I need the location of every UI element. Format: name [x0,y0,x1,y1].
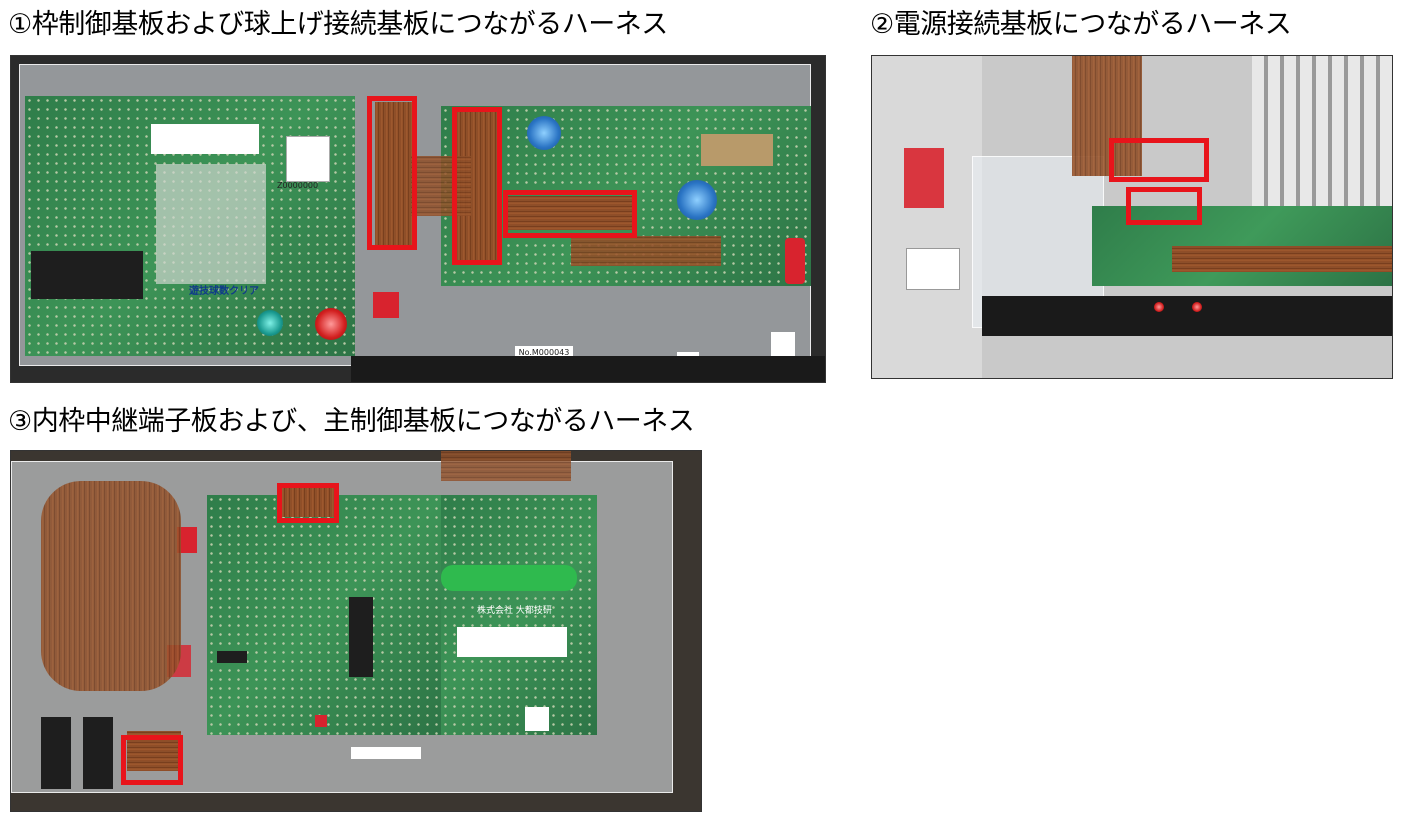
maker-label: 株式会社 大都技研 [477,606,552,616]
highlight-box-1 [277,483,339,523]
rating-sticker [906,248,960,290]
photo-frame-control-board: Z0000000 遊技球数クリア No.M000043 [10,55,826,383]
harness-tail [571,236,721,266]
harness-right [1172,246,1392,272]
harness-left [41,481,181,691]
harness-top [281,485,337,517]
caption-photo-2: ②電源接続基板につながるハーネス [870,9,1292,40]
black-rail [982,296,1392,336]
cpu-chip [349,597,373,677]
ic-chip [31,251,143,299]
led-1 [1154,302,1164,312]
pcb-main [441,495,597,735]
harness-top-right [441,451,571,481]
reset-button [257,310,283,336]
highlight-box-3 [503,190,637,238]
harness-3 [507,196,637,230]
qr-code [525,707,549,731]
pcb-relay [207,495,441,735]
caption-photo-1: ①枠制御基板および球上げ接続基板につながるハーネス [8,9,668,40]
red-port [315,715,327,727]
masked-label [151,124,259,154]
highlight-box-1 [367,96,417,250]
frame-edge [351,356,825,382]
caption-photo-3: ③内枠中継端子板および、主制御基板につながるハーネス [8,406,695,437]
led-2 [1192,302,1202,312]
photo-main-control-board: 株式会社 大都技研 [10,450,702,812]
green-mask [441,565,577,591]
highlight-box-2 [452,107,502,265]
red-button [315,308,347,340]
highlight-box-1 [1109,138,1209,182]
highlight-box-2 [121,735,183,785]
qr-code [286,136,330,182]
red-connector [373,292,399,318]
seven-seg [217,651,247,663]
blue-dial-upper [527,116,561,150]
white-panel [872,56,982,378]
highlight-box-2 [1126,187,1202,225]
spec-sticker [156,164,266,284]
power-switch [904,148,944,208]
harness-top [1072,56,1142,176]
serial-connector [701,134,773,166]
sticker [351,747,421,759]
harness-cross [411,156,471,216]
blue-dial-lower [677,180,717,220]
reset-label: 遊技球数クリア [189,286,259,297]
red-connector [177,527,197,553]
qr-code-small-2 [771,332,795,356]
connector-1 [41,717,71,789]
metal-cover [1252,56,1392,226]
connector-2 [83,717,113,789]
red-handle [785,238,805,284]
masked-label [457,627,567,657]
photo-power-connection-board [871,55,1393,379]
qr-code-id: Z0000000 [277,181,319,190]
harness-1 [375,102,413,250]
